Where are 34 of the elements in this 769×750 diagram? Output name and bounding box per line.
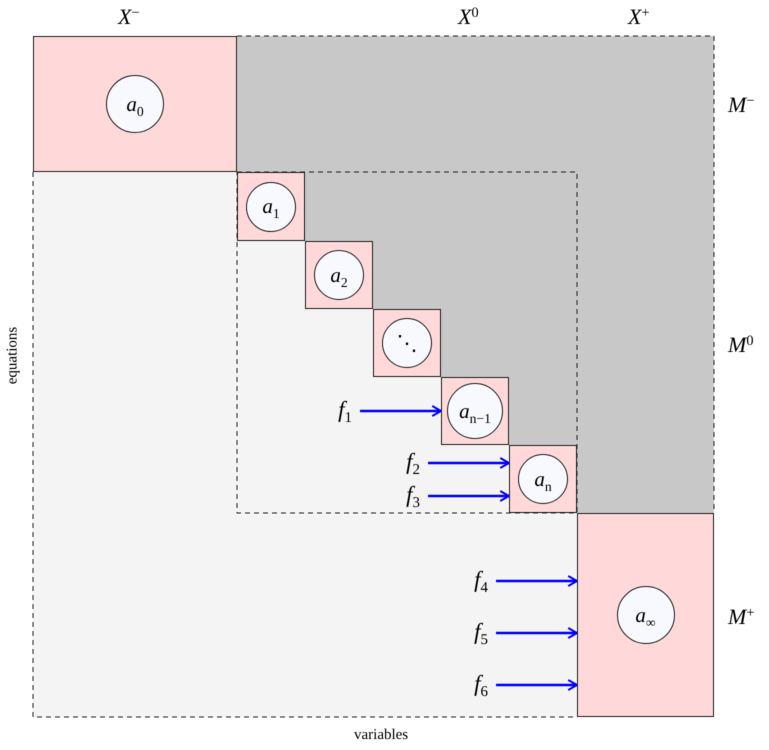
axis-title: variables bbox=[354, 728, 408, 743]
function-label: f$_{5}$ bbox=[440, 620, 488, 646]
axis-label: X$^{0}$ bbox=[458, 6, 479, 28]
matrix-block bbox=[33, 36, 237, 172]
block-label: a$_{0}$ bbox=[106, 75, 164, 133]
axis-label: M$^{0}$ bbox=[728, 334, 754, 356]
block-label: a$_{2}$ bbox=[314, 250, 364, 300]
matrix-block bbox=[509, 445, 577, 513]
block-label: a$_{n−1}$ bbox=[447, 383, 503, 439]
arrow bbox=[496, 627, 578, 639]
arrow bbox=[360, 405, 442, 417]
axis-label: X$^{−}$ bbox=[118, 6, 140, 28]
axis-label: X$^{+}$ bbox=[628, 6, 650, 28]
matrix-block bbox=[237, 172, 305, 241]
block-label: ⋱ bbox=[382, 318, 432, 368]
function-label: f$_{6}$ bbox=[440, 672, 488, 698]
arrow bbox=[428, 490, 510, 502]
arrow bbox=[428, 457, 510, 469]
function-label: f$_{2}$ bbox=[370, 450, 420, 476]
matrix-block bbox=[305, 241, 373, 309]
axis-label: M$^{−}$ bbox=[728, 94, 754, 116]
axis-title: equations bbox=[5, 326, 20, 384]
block-label: a$_{∞}$ bbox=[616, 586, 674, 644]
block-label: a$_{n}$ bbox=[518, 454, 568, 504]
arrow bbox=[496, 575, 578, 587]
arrow bbox=[496, 679, 578, 691]
function-label: f$_{1}$ bbox=[310, 398, 352, 424]
matrix-block bbox=[577, 513, 714, 717]
block-label: a$_{1}$ bbox=[246, 182, 296, 232]
matrix-block bbox=[441, 377, 509, 445]
matrix-block bbox=[373, 309, 441, 377]
function-label: f$_{4}$ bbox=[440, 568, 488, 594]
axis-label: M$^{+}$ bbox=[728, 606, 754, 628]
function-label: f$_{3}$ bbox=[370, 483, 420, 509]
